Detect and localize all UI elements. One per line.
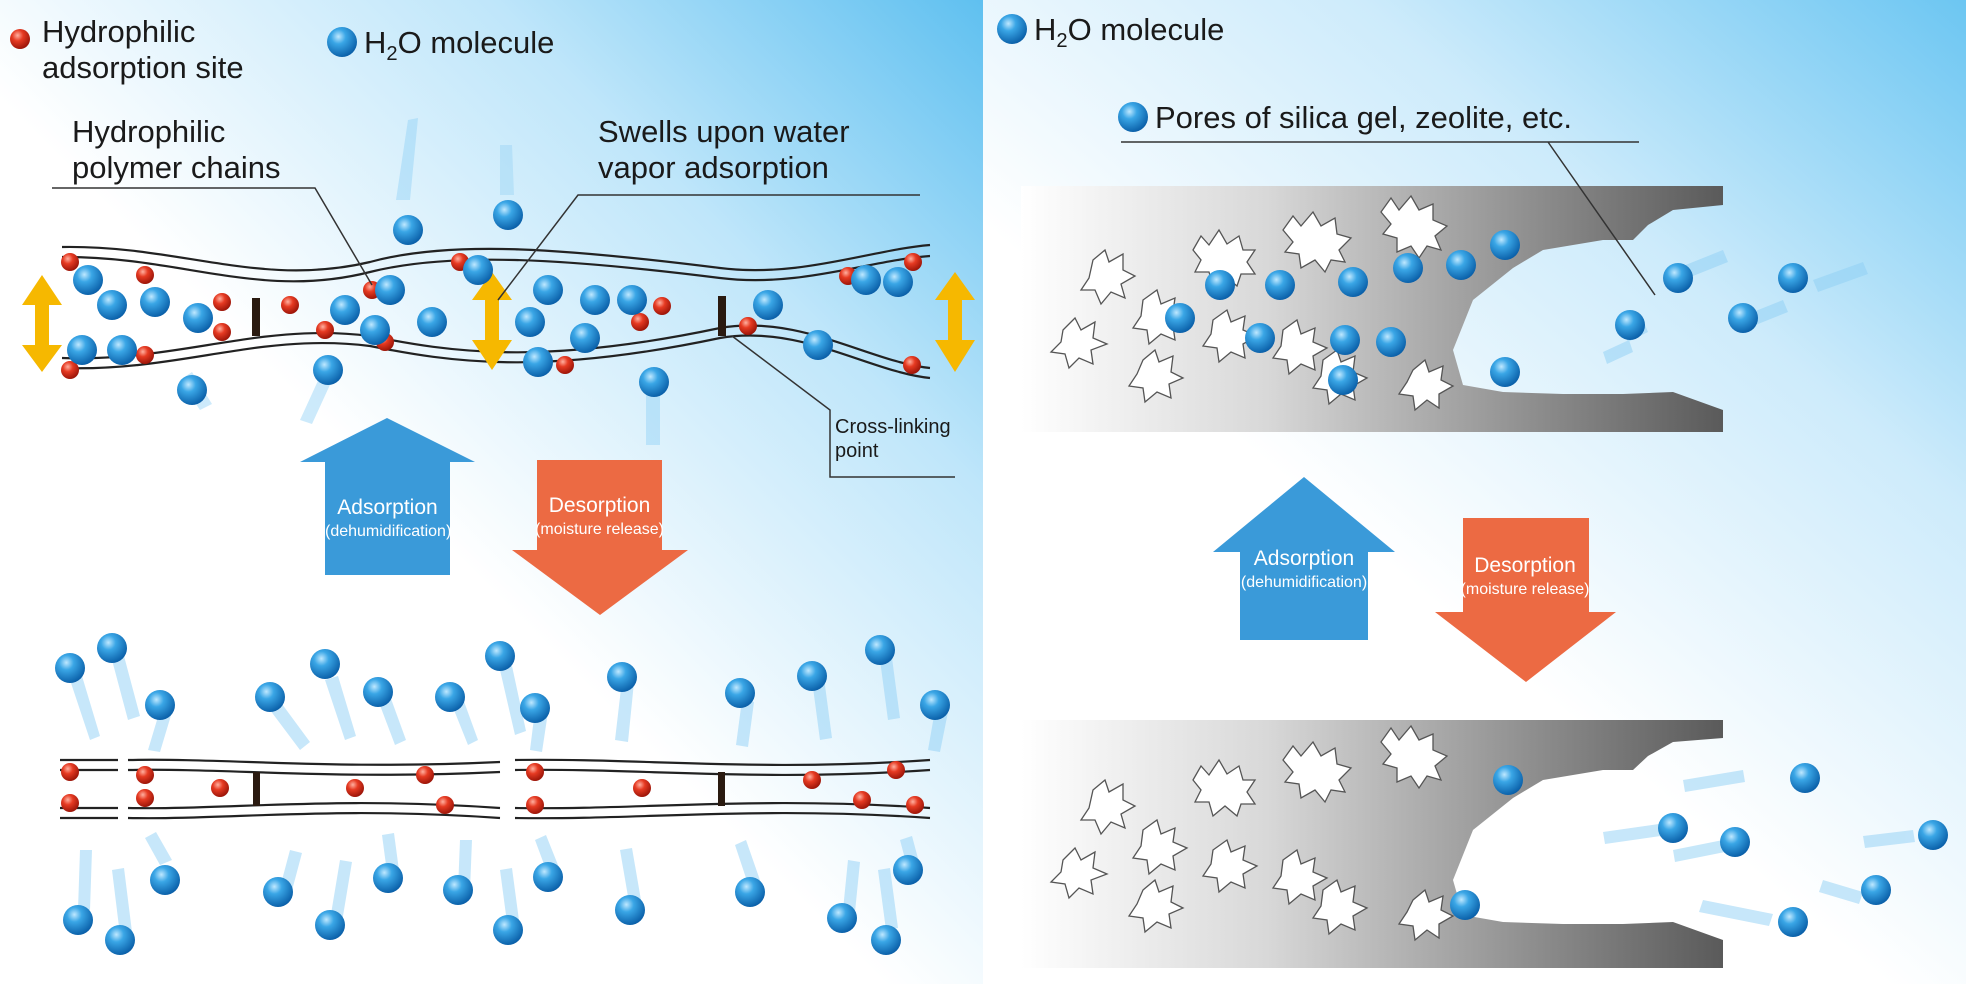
adsorption-arrow-label: Adsorption (dehumidification) bbox=[1240, 547, 1368, 591]
water-trails-right-bottom bbox=[1603, 770, 1915, 926]
desorption-arrow bbox=[1435, 518, 1616, 682]
legend-h2o-label: H2O molecule bbox=[364, 25, 555, 66]
porous-solid-bottom bbox=[1021, 720, 1723, 968]
water-molecule-icon bbox=[1118, 102, 1148, 132]
label-swells: Swells upon water vapor adsorption bbox=[598, 114, 850, 185]
double-arrow-icon bbox=[472, 272, 512, 370]
polymer-adsorbent-panel: Hydrophilic adsorption site H2O molecule… bbox=[0, 0, 983, 984]
label-cross-linking-point: Cross-linking point bbox=[835, 416, 951, 462]
water-molecule-in-pore bbox=[1450, 890, 1480, 920]
leader-lines-left bbox=[52, 187, 955, 478]
cross-link-icon bbox=[718, 772, 725, 806]
label-polymer-chains: Hydrophilic polymer chains bbox=[72, 114, 281, 185]
pore-diagram-graphics bbox=[997, 14, 1948, 968]
adsorption-arrow bbox=[1213, 477, 1395, 640]
double-arrow-icon bbox=[935, 272, 975, 372]
water-molecule-icon bbox=[997, 14, 1027, 44]
legend-hydrophilic-site-label: Hydrophilic adsorption site bbox=[42, 14, 244, 85]
double-arrow-icon bbox=[22, 275, 62, 372]
label-pores: Pores of silica gel, zeolite, etc. bbox=[1155, 100, 1572, 135]
cross-link-icon bbox=[718, 296, 726, 336]
adsorption-sites-bottom bbox=[61, 761, 924, 814]
porous-solid-top bbox=[1021, 186, 1723, 432]
desorption-arrow-label: Desorption (moisture release) bbox=[1460, 554, 1590, 598]
water-trails-bottom bbox=[70, 656, 948, 935]
pores-leader-line bbox=[1121, 141, 1656, 296]
polymer-chain-bottom bbox=[60, 758, 931, 820]
legend-h2o-label: H2O molecule bbox=[1034, 12, 1225, 53]
adsorption-site-icon bbox=[10, 29, 30, 49]
desorption-arrow-label: Desorption (moisture release) bbox=[535, 494, 664, 538]
cross-link-icon bbox=[253, 772, 260, 806]
water-molecule-icon bbox=[327, 27, 357, 57]
cross-link-icon bbox=[252, 298, 260, 336]
porous-adsorbent-panel: H2O molecule Pores of silica gel, zeolit… bbox=[983, 0, 1966, 984]
adsorption-arrow bbox=[300, 418, 475, 575]
polymer-diagram-graphics bbox=[10, 27, 975, 955]
water-molecules-free-top bbox=[1615, 263, 1808, 340]
water-molecules-bottom bbox=[55, 633, 950, 955]
adsorption-arrow-label: Adsorption (dehumidification) bbox=[325, 496, 452, 540]
desorption-arrow bbox=[512, 460, 688, 615]
water-molecule-in-pore bbox=[1493, 765, 1523, 795]
